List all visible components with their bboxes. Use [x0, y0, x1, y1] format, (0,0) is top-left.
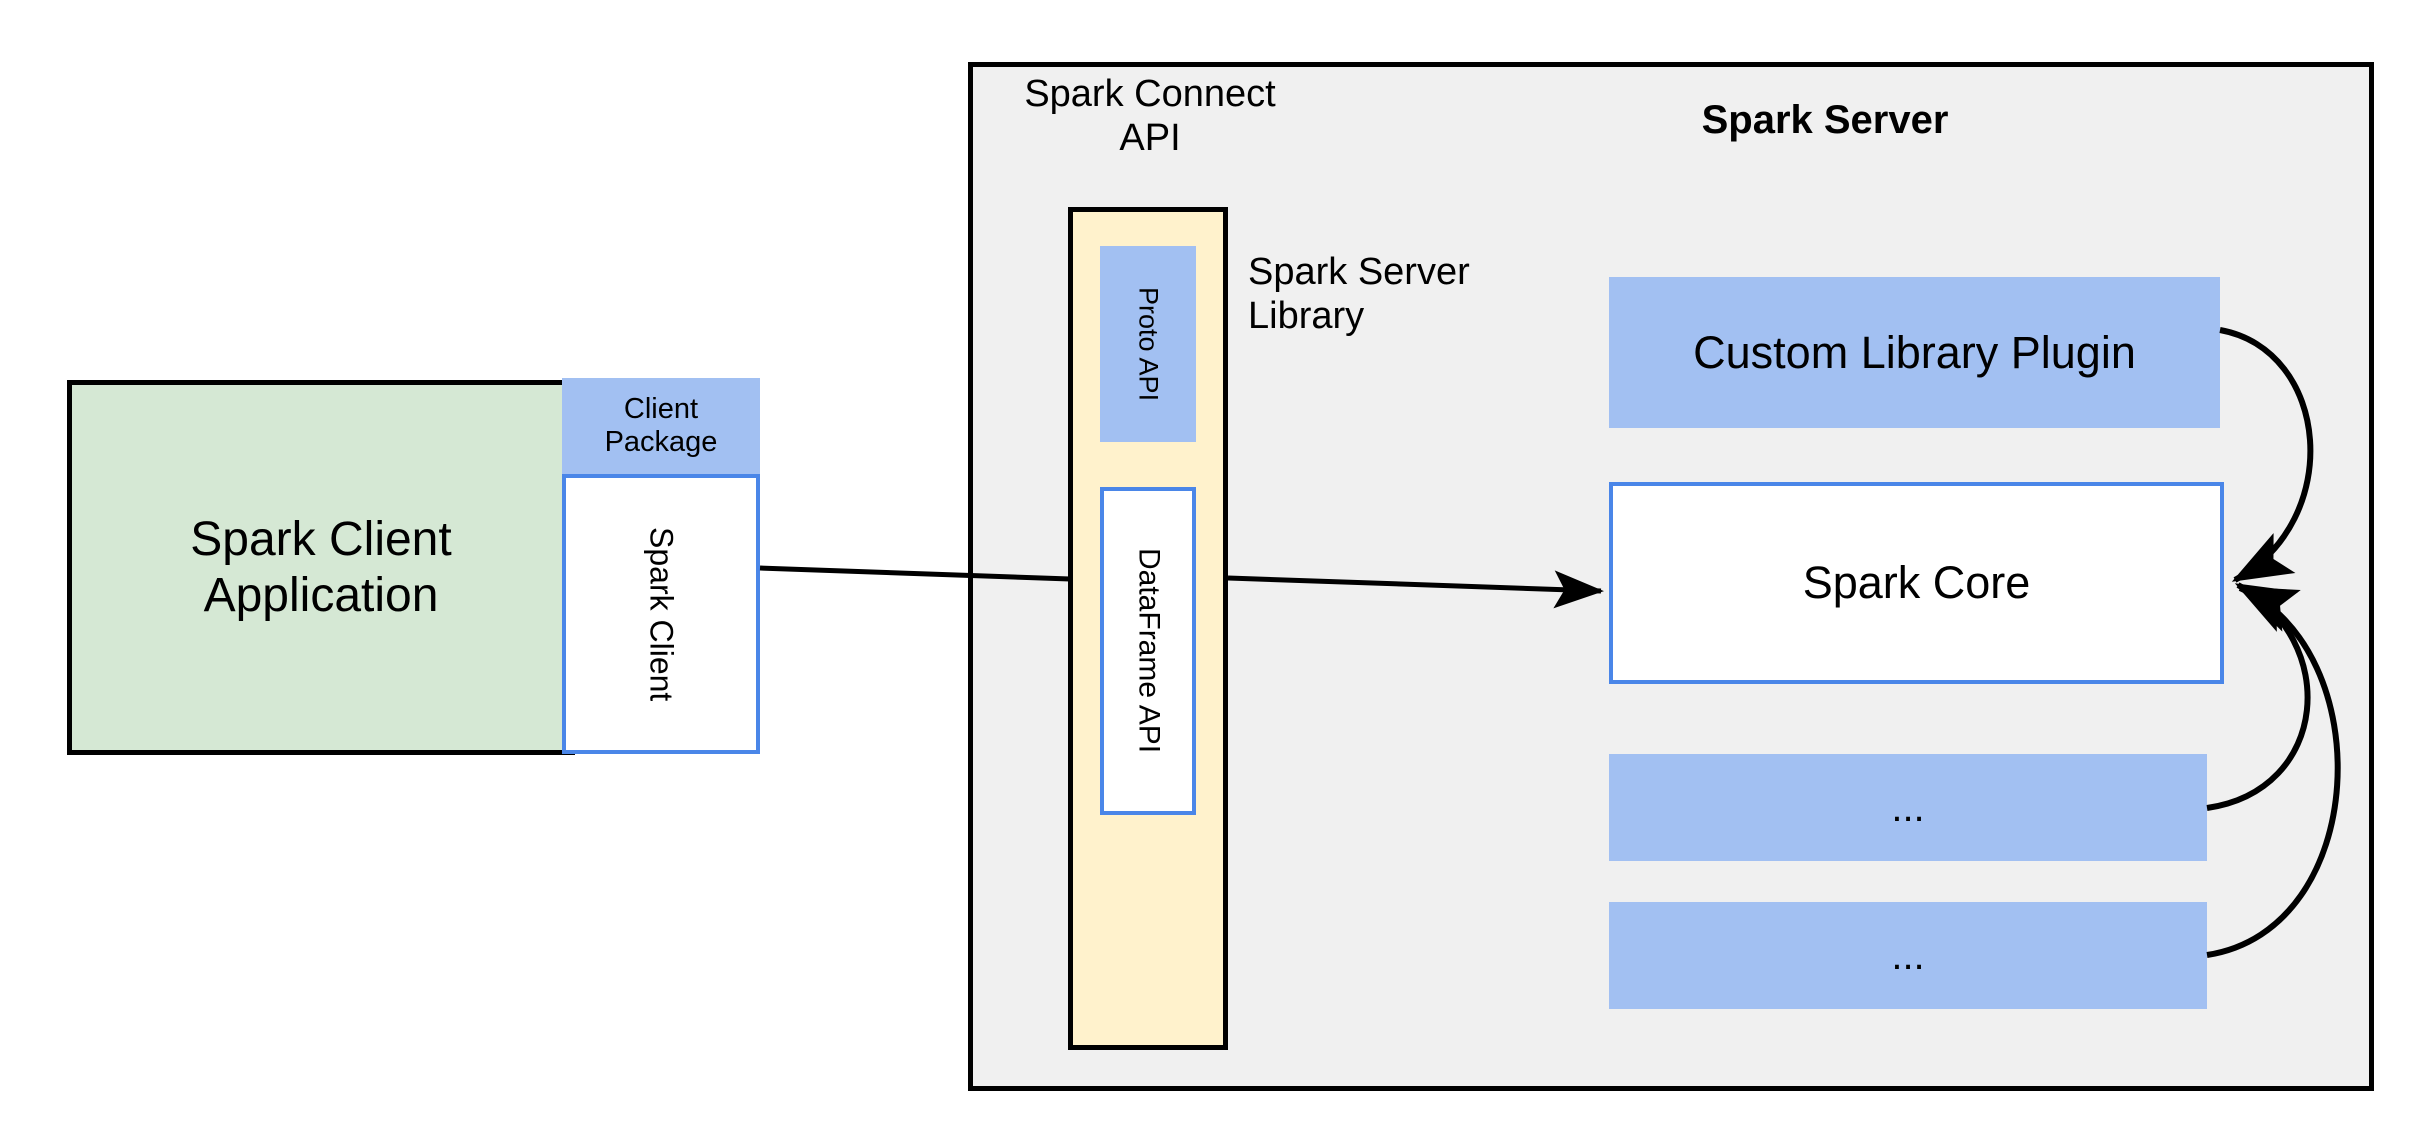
dataframe-api-label: DataFrame API	[1132, 548, 1166, 754]
additional-plugin-box-1: ...	[1609, 754, 2207, 861]
client-app-label-line1: Spark Client	[190, 513, 452, 567]
proto-api-box: Proto API	[1100, 246, 1196, 442]
spark-server-library-label: Spark Server Library	[1248, 240, 1528, 350]
server-library-label-line2: Library	[1248, 295, 1365, 337]
client-package-label-line2: Package	[604, 426, 718, 458]
spark-core-box: Spark Core	[1609, 482, 2224, 684]
spark-client-application-box: Spark Client Application	[67, 380, 575, 755]
client-app-label-line2: Application	[203, 568, 439, 622]
spark-client-label: Spark Client	[643, 526, 680, 702]
spark-client-box: Spark Client	[562, 474, 760, 754]
server-library-label-line1: Spark Server	[1248, 251, 1470, 294]
additional-plugin-box-2: ...	[1609, 902, 2207, 1009]
dataframe-api-box: DataFrame API	[1100, 487, 1196, 815]
connect-api-label-line1: Spark Connect	[1024, 73, 1276, 116]
connect-api-label-line2: API	[1119, 117, 1181, 159]
client-package-box: Client Package	[562, 378, 760, 474]
proto-api-label: Proto API	[1133, 286, 1164, 402]
spark-connect-api-label: Spark Connect API	[1000, 62, 1300, 172]
custom-library-plugin-box: Custom Library Plugin	[1609, 277, 2220, 428]
client-package-label-line1: Client	[623, 392, 699, 425]
spark-server-title: Spark Server	[1701, 98, 1949, 142]
